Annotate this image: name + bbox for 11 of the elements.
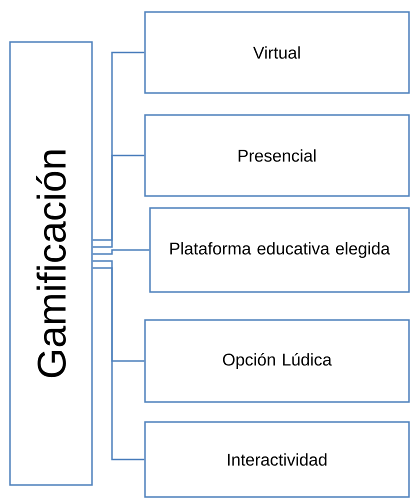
connector: [92, 260, 144, 362]
connector: [92, 267, 144, 460]
item-box: Plataforma educativa elegida: [149, 207, 410, 293]
item-box: Virtual: [144, 11, 410, 94]
item-box: Opción Lúdica: [144, 319, 410, 403]
connector: [92, 52, 144, 241]
connector: [92, 154, 144, 248]
connector: [92, 249, 150, 255]
category-box: Gamificación: [9, 41, 93, 486]
item-box: Presencial: [144, 114, 410, 197]
item-box: Interactividad: [144, 421, 410, 498]
